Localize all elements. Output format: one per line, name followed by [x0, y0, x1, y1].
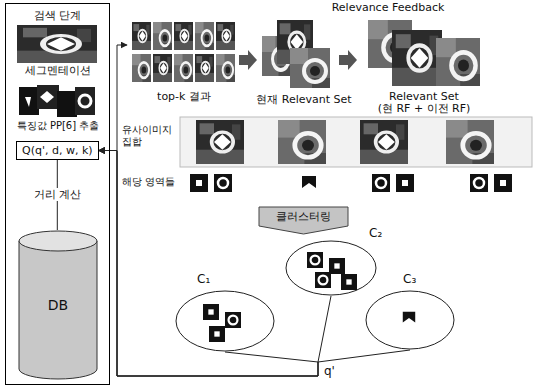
- text-label: q': [324, 364, 344, 378]
- flow-arrow: [339, 50, 357, 70]
- clustering-pentagon: [259, 207, 348, 234]
- cluster-outline: [366, 291, 454, 349]
- node-label: C₂: [369, 226, 382, 240]
- node-label: C₁: [197, 272, 210, 286]
- text-label: top-k 결과: [132, 90, 236, 103]
- database-cylinder: DB: [18, 230, 98, 380]
- text-label: Relevant Set: [368, 90, 480, 103]
- cluster-ellipse: C₁: [175, 290, 275, 352]
- ellipse-shape: [285, 240, 377, 296]
- similar-image-band: [180, 117, 532, 167]
- region-mask: [209, 326, 225, 342]
- node-label: C₃: [403, 272, 416, 286]
- text-label: 유사이미지 집합: [122, 124, 178, 148]
- flow-arrow: [239, 50, 257, 70]
- text-label: 세그멘테이션: [6, 64, 110, 77]
- ellipse-shape: [175, 290, 275, 352]
- cluster-outline: [176, 291, 274, 351]
- region-mask: [401, 310, 417, 326]
- top-k-grid: [132, 22, 235, 82]
- text-label: 현재 Relevant Set: [248, 93, 360, 106]
- text-label: 거리 계산: [28, 188, 87, 201]
- clustering-box: 클러스터링: [258, 206, 349, 235]
- query-box: Q(q', d, w, k): [16, 141, 99, 160]
- region-mask: [203, 304, 219, 320]
- cylinder-top: [19, 231, 97, 251]
- relevant-set: [368, 20, 480, 86]
- text-label: Relevance Feedback: [318, 1, 458, 14]
- current-relevant-set: [262, 20, 330, 88]
- cluster-ellipse: C₂: [285, 240, 377, 296]
- connector: [99, 151, 318, 377]
- text-label: 특징값 PP[6] 추출: [6, 120, 110, 132]
- region-mask: [329, 258, 345, 274]
- node-label: 검색 단계: [6, 8, 109, 23]
- node-label: DB: [48, 297, 68, 313]
- node-label: Q(q', d, w, k): [22, 144, 93, 157]
- cluster-outline: [286, 241, 376, 295]
- region-masks: [190, 174, 512, 192]
- segmented-image: [17, 83, 97, 119]
- similar-images: [196, 120, 494, 164]
- region-mask: [341, 274, 357, 290]
- ellipse-shape: [365, 290, 455, 350]
- text-label: (현 RF + 이전 RF): [360, 102, 488, 115]
- cylinder-body: [19, 241, 97, 379]
- region-mask: [225, 312, 241, 328]
- connector: [99, 151, 410, 377]
- query-image: [17, 25, 97, 63]
- region-mask: [315, 272, 331, 288]
- region-mask: [307, 252, 323, 268]
- node-label: 클러스터링: [276, 209, 331, 224]
- cluster-ellipse: C₃: [365, 290, 455, 350]
- text-label: 해당 영역들: [122, 176, 188, 188]
